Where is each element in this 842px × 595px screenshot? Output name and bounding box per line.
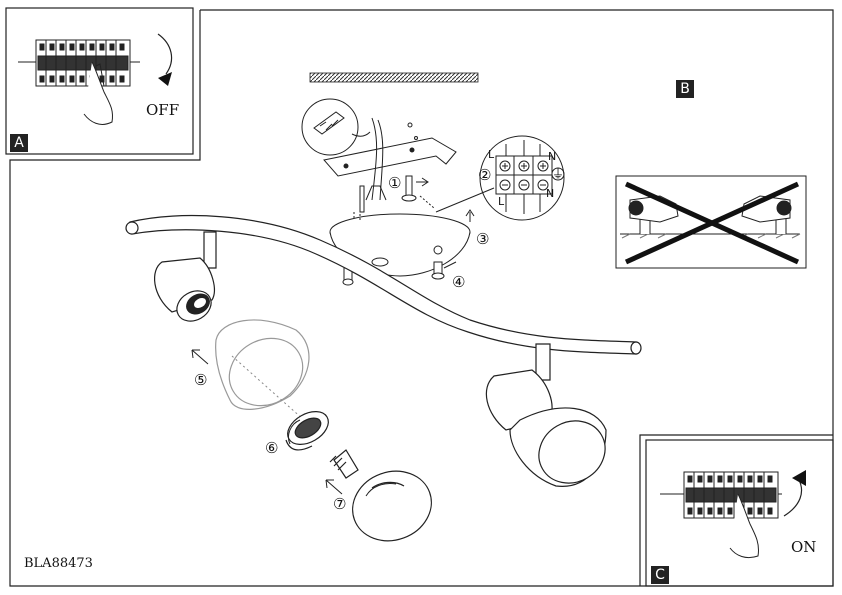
connector-n-bottom: N (546, 187, 554, 200)
panel-c-on-label: ON (791, 538, 817, 556)
bracket-screws (353, 175, 435, 222)
step-5-label: ⑤ (194, 371, 208, 389)
step-4-label: ④ (452, 273, 466, 291)
left-glass-shade (215, 319, 310, 410)
bulb-rotate-arrow-icon (365, 483, 397, 497)
wrong-cross-icon (624, 181, 800, 265)
panel-a-off-label: OFF (146, 101, 180, 119)
off-arrow-icon (158, 72, 172, 86)
connector-l-bottom: L (498, 195, 505, 208)
panel-c-tag: C (651, 566, 669, 584)
light-bulb (329, 449, 432, 542)
step-5-arrow-icon (191, 349, 209, 365)
step-1-arrow-icon (416, 177, 429, 187)
connector-n-top: N (548, 150, 556, 163)
dowel-detail (301, 98, 371, 156)
ground-icon: ⏚ (552, 167, 564, 181)
step-4-arrow-icon (443, 261, 457, 269)
connector-guide-line (435, 187, 495, 213)
step-7-arrow-icon (325, 479, 343, 495)
step-7-label: ⑦ (333, 495, 347, 513)
ceiling-hatch (309, 72, 479, 83)
panel-c-frame (645, 439, 834, 587)
spotlight-bar (125, 214, 642, 355)
breaker-panel-a (18, 33, 173, 125)
left-spot-head (154, 231, 217, 322)
terminal-block-detail (479, 135, 565, 221)
right-spot-head (485, 343, 607, 487)
on-arrow-icon (792, 470, 806, 486)
step-2-label: ② (478, 166, 492, 184)
step-3-arrow-icon (465, 209, 475, 222)
mounting-bracket (323, 117, 457, 201)
panel-a-tag: A (10, 134, 28, 152)
shade-dash-line (231, 355, 305, 421)
connector-l-top: L (488, 148, 495, 161)
panel-b-tag: B (676, 80, 694, 98)
step-6-label: ⑥ (265, 439, 279, 457)
breaker-panel-c (660, 471, 803, 559)
panel-a-frame (5, 7, 194, 155)
model-code: BLA88473 (24, 556, 93, 571)
step-6-arrow-icon (287, 419, 301, 445)
lamp-ring (285, 411, 329, 451)
step-3-label: ③ (476, 230, 490, 248)
step-1-label: ① (388, 174, 402, 192)
